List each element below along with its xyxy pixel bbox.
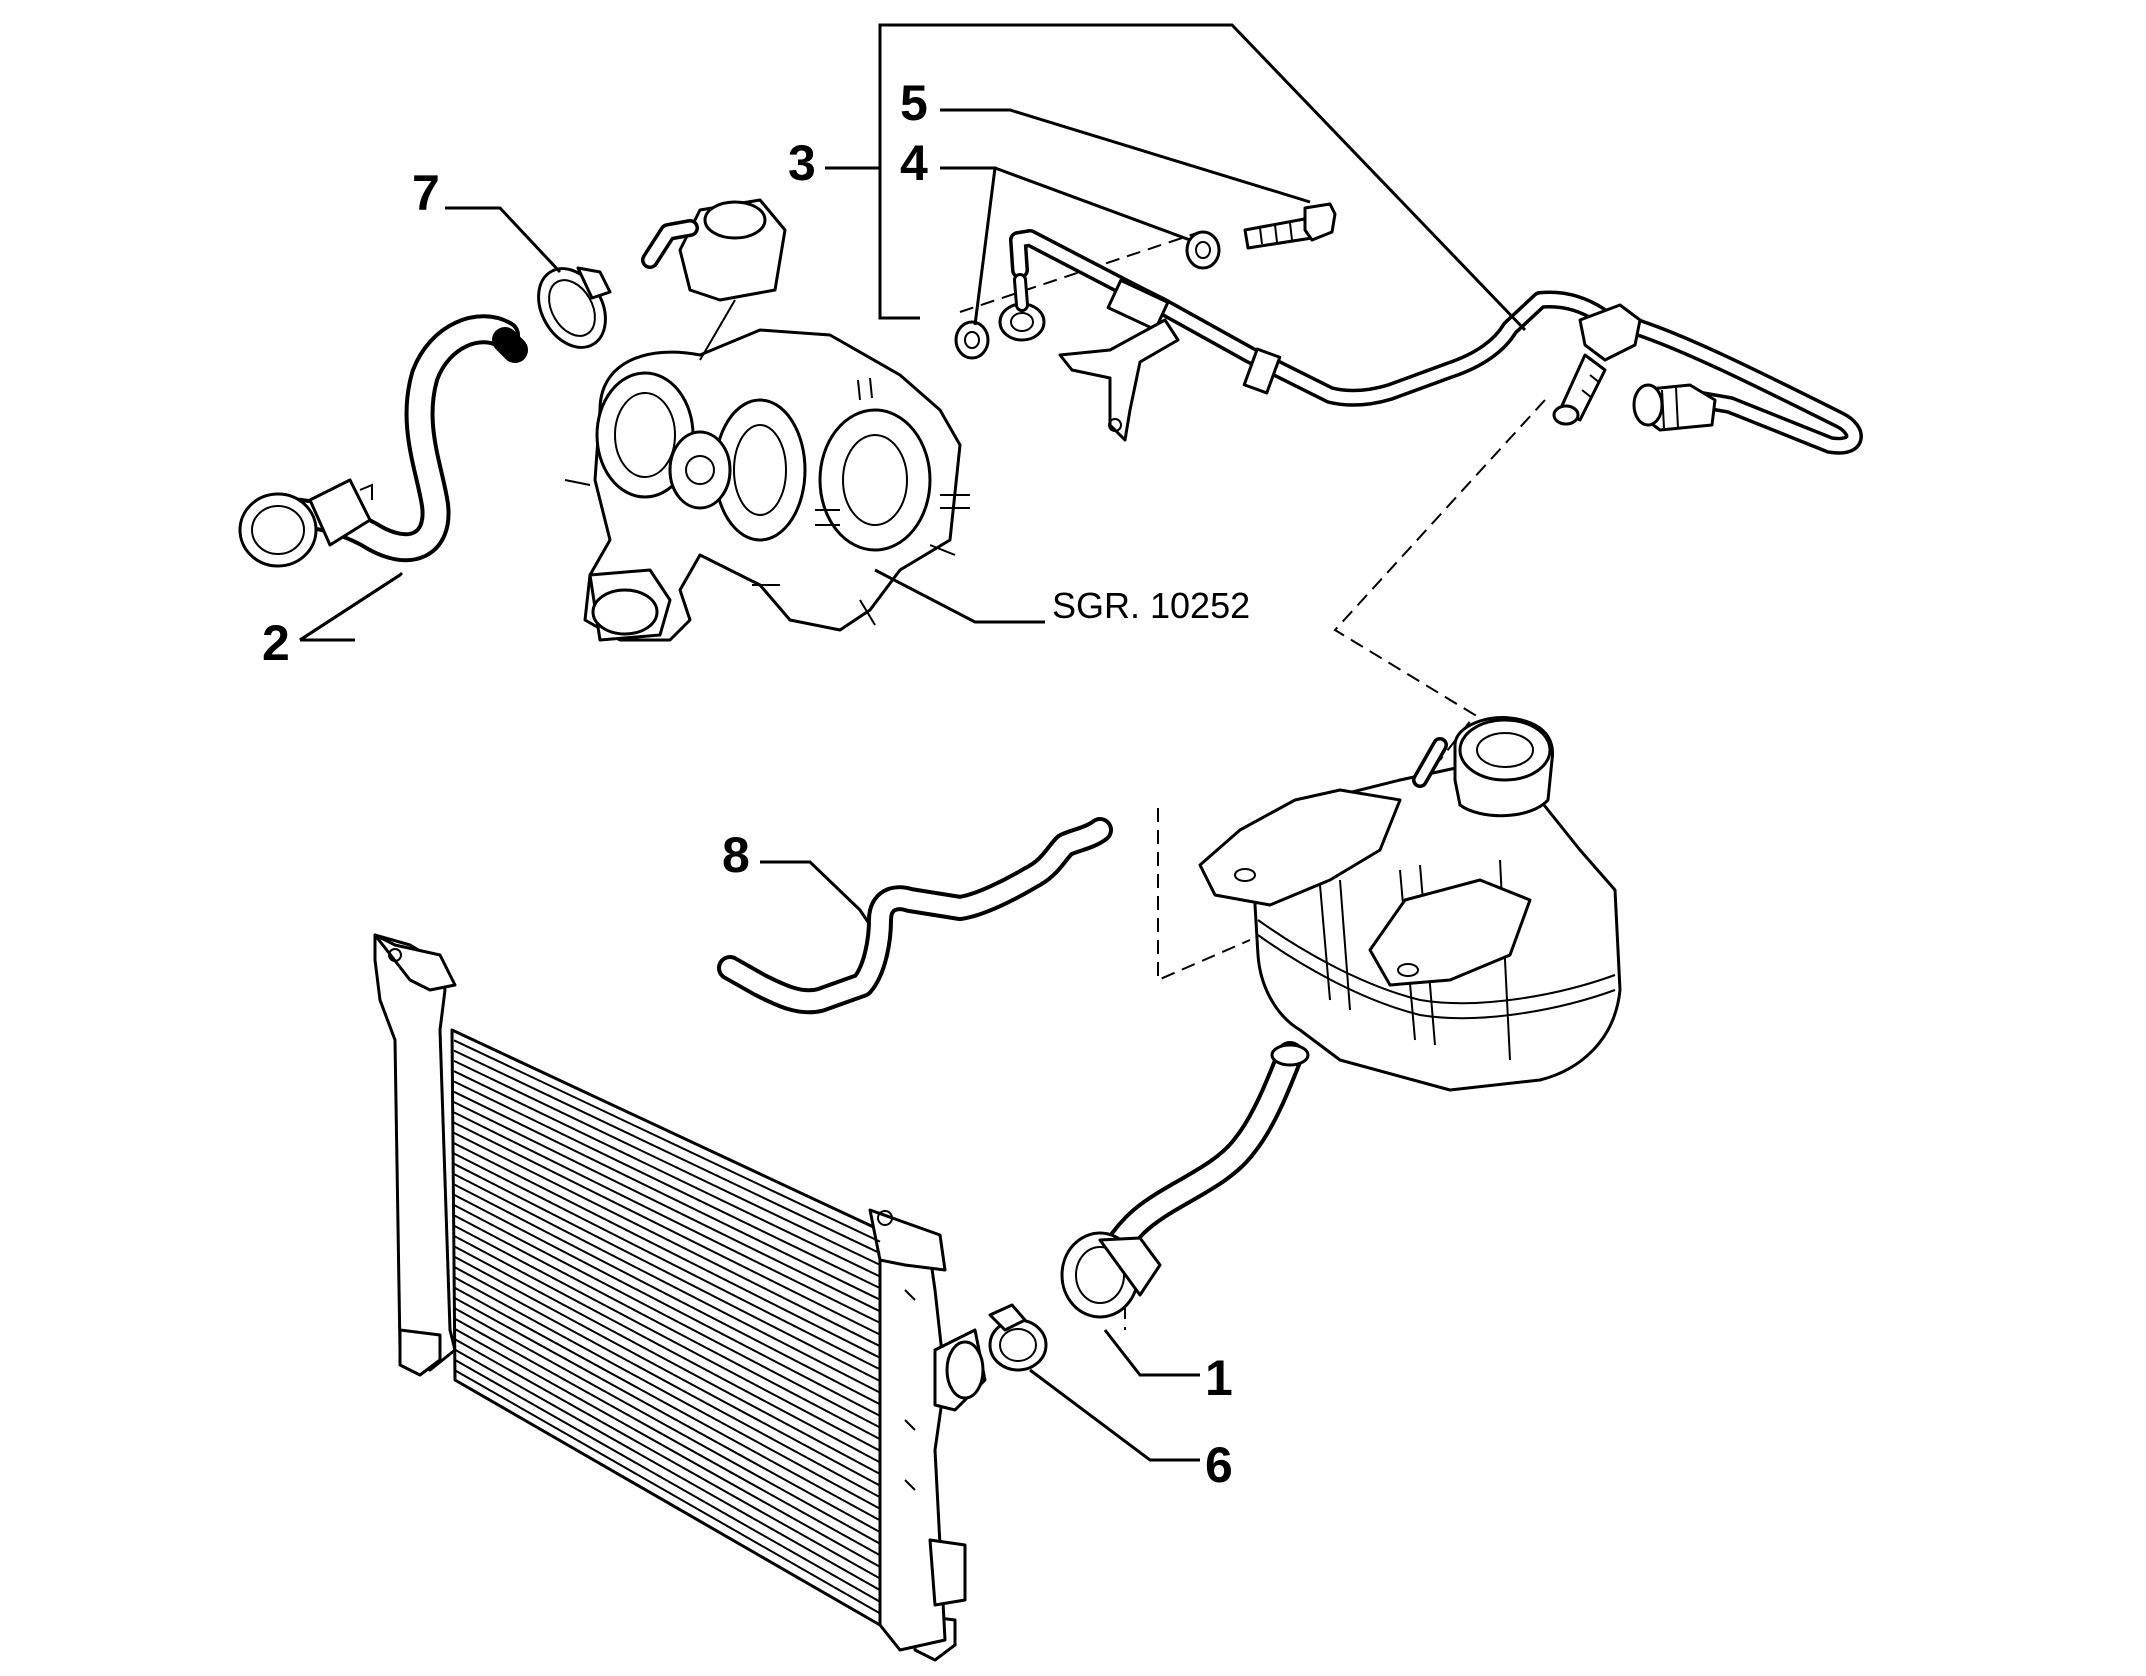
radiator-fin xyxy=(453,1307,881,1545)
radiator-fin xyxy=(453,1049,881,1255)
radiator-fin xyxy=(453,1224,881,1452)
callout-4: 4 xyxy=(900,135,928,191)
radiator-fin xyxy=(453,1235,881,1464)
radiator-fin xyxy=(453,1317,881,1557)
turbocharger xyxy=(564,198,970,642)
radiator-fin xyxy=(453,1204,881,1429)
coolant-pipe-assembly xyxy=(998,229,1863,455)
radiator-fin xyxy=(453,1111,881,1324)
hose-clamp-intake xyxy=(238,478,373,568)
radiator-fin xyxy=(453,1059,881,1266)
radiator-fin xyxy=(453,1070,881,1278)
reference-label: SGR. 10252 xyxy=(1052,585,1250,626)
radiator-fin xyxy=(453,1039,881,1243)
radiator-fin xyxy=(453,1368,881,1615)
tank-vent-hose xyxy=(717,817,1113,1015)
callout-3: 3 xyxy=(788,135,816,191)
radiator-fin xyxy=(453,1132,881,1348)
radiator-fin xyxy=(453,1348,881,1591)
radiator-fins xyxy=(453,1039,881,1615)
callout-2: 2 xyxy=(262,615,290,671)
radiator-fin xyxy=(453,1296,881,1533)
callout-8: 8 xyxy=(722,827,750,883)
callout-labels: 1 2 3 4 5 6 7 8 SGR. 10252 xyxy=(262,75,1250,1493)
sealing-washers xyxy=(954,230,1221,360)
radiator xyxy=(373,933,987,1662)
radiator-fin xyxy=(453,1358,881,1603)
radiator-fin xyxy=(453,1327,881,1568)
radiator-fin xyxy=(453,1193,881,1417)
leader-lines xyxy=(299,23,1527,1462)
banjo-bolt xyxy=(1243,202,1337,250)
radiator-fin xyxy=(453,1214,881,1440)
callout-5: 5 xyxy=(900,75,928,131)
radiator-fin xyxy=(453,1152,881,1371)
hose-clamp-radiator xyxy=(988,1303,1048,1372)
radiator-fin xyxy=(453,1276,881,1510)
callout-7: 7 xyxy=(412,165,440,221)
radiator-fin xyxy=(453,1255,881,1487)
radiator-fin xyxy=(453,1090,881,1301)
radiator-fin xyxy=(453,1265,881,1499)
radiator-fin xyxy=(453,1121,881,1336)
assembly-guide-lines xyxy=(959,231,1546,1330)
radiator-fin xyxy=(453,1245,881,1475)
expansion-tank xyxy=(1198,715,1622,1092)
radiator-fin xyxy=(453,1173,881,1394)
radiator-fin xyxy=(453,1101,881,1313)
radiator-fin xyxy=(453,1286,881,1522)
radiator-fin xyxy=(453,1162,881,1382)
callout-6: 6 xyxy=(1205,1437,1233,1493)
radiator-fin xyxy=(453,1080,881,1289)
hose-clamp-turbo xyxy=(537,266,612,349)
radiator-fin xyxy=(453,1183,881,1406)
radiator-fin xyxy=(453,1337,881,1580)
radiator-outlet-hose xyxy=(1060,1041,1310,1319)
radiator-fin xyxy=(453,1142,881,1359)
callout-1: 1 xyxy=(1205,1350,1233,1406)
